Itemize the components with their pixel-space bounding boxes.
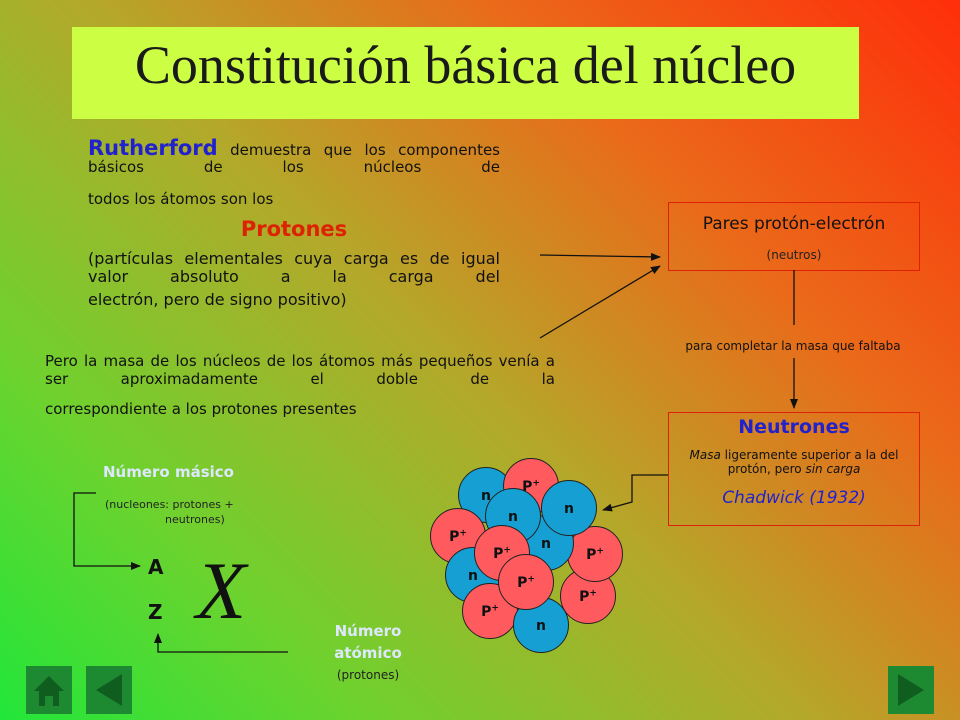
rutherford-text: demuestra que los componentes básicos de… <box>88 141 500 176</box>
arrow-atomico-to-z <box>154 633 288 653</box>
neutrones-desc-mid: ligeramente superior a la del protón, pe… <box>720 448 899 476</box>
proton: P+ <box>498 554 554 610</box>
back-button[interactable] <box>86 666 132 714</box>
neutrones-description: Masa ligeramente superior a la del protó… <box>674 448 914 476</box>
arrow-right-icon <box>898 674 924 706</box>
mass-paragraph: Pero la masa de los núcleos de los átomo… <box>45 352 555 388</box>
numero-atomico-sub: (protones) <box>336 668 400 682</box>
completar-label: para completar la masa que faltaba <box>685 339 901 353</box>
protones-description: (partículas elementales cuya carga es de… <box>88 249 500 286</box>
arrow-masico-to-a <box>73 492 141 570</box>
arrow-neutrones-to-nucleus <box>602 474 668 512</box>
proton: P+ <box>567 526 623 582</box>
numero-atomico-label: Número atómico <box>318 620 418 664</box>
home-button[interactable] <box>26 666 72 714</box>
numero-atomico-line2: atómico <box>334 644 402 662</box>
protones-heading: Protones <box>240 217 348 241</box>
mass-paragraph-last: correspondiente a los protones presentes <box>45 400 357 418</box>
numero-atomico-line1: Número <box>334 622 402 640</box>
symbol-a: A <box>148 555 164 579</box>
home-icon <box>34 676 64 706</box>
arrow-protones-to-pares <box>539 252 661 261</box>
next-button[interactable] <box>888 666 934 714</box>
arrow-left-icon <box>96 674 122 706</box>
slide-title: Constitución básica del núcleo <box>134 35 797 95</box>
neutrones-desc-italic2: sin carga <box>805 462 861 476</box>
rutherford-text-last: todos los átomos son los <box>88 190 274 208</box>
symbol-z: Z <box>148 600 163 624</box>
neutrones-box <box>668 412 920 526</box>
chadwick-label: Chadwick (1932) <box>722 488 866 508</box>
symbol-x: X <box>196 545 247 636</box>
numero-masico-sub2: neutrones) <box>165 513 225 526</box>
title-banner <box>72 27 859 119</box>
pares-title: Pares protón-electrón <box>702 214 886 234</box>
protones-description-last: electrón, pero de signo positivo) <box>88 290 347 309</box>
rutherford-paragraph: Rutherford demuestra que los componentes… <box>88 138 500 176</box>
numero-masico-label: Número másico <box>103 463 234 481</box>
rutherford-name: Rutherford <box>88 136 218 160</box>
neutrones-title: Neutrones <box>738 416 850 438</box>
arrow-masa-to-pares <box>539 265 661 339</box>
neutrones-desc-italic1: Masa <box>689 448 721 462</box>
neutron: n <box>541 480 597 536</box>
pares-subtitle: (neutros) <box>766 248 822 262</box>
numero-masico-sub1: (nucleones: protones + <box>105 498 234 511</box>
